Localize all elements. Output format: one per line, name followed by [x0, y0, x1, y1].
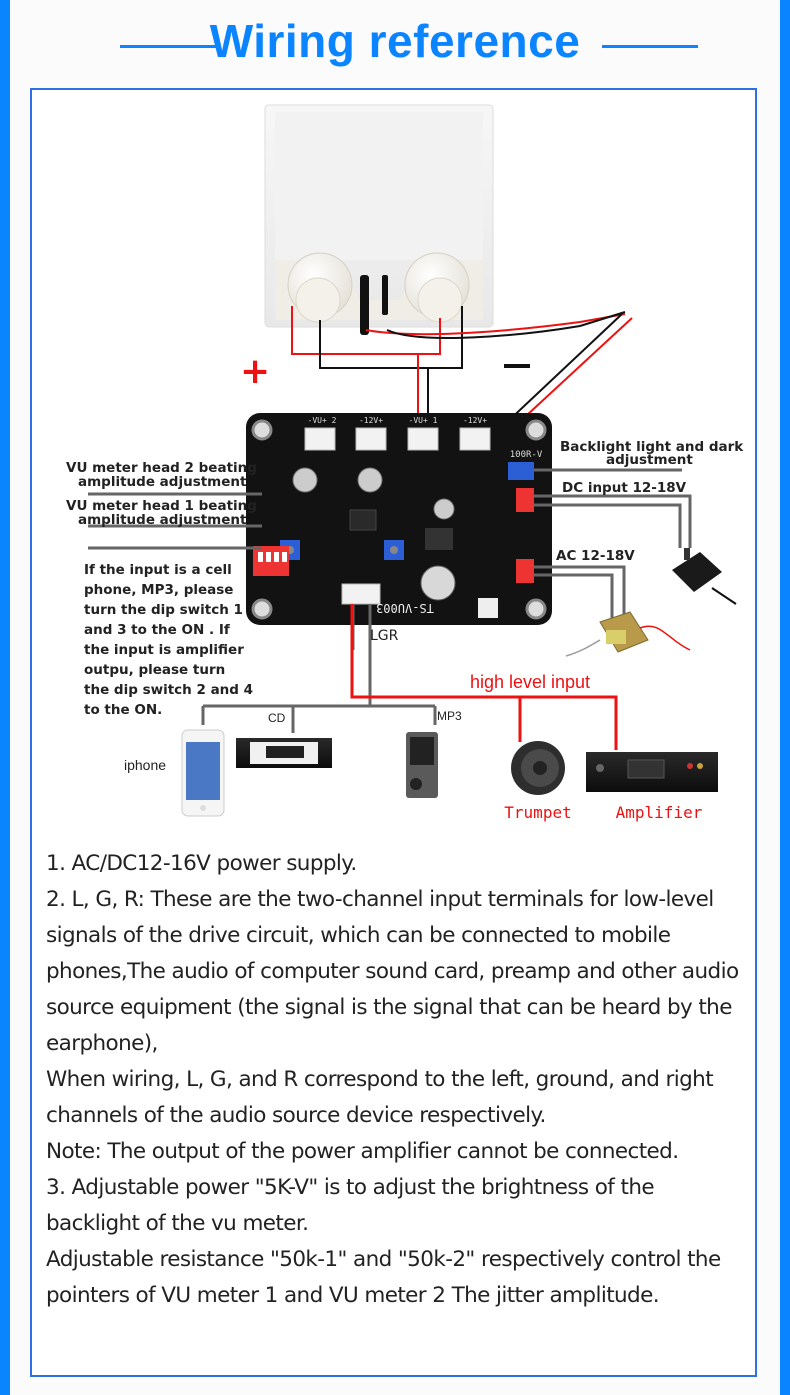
dip-note-line: outpu, please turn: [84, 662, 225, 678]
dip-note-line: the dip switch 2 and 4: [84, 682, 253, 698]
note-jitter-pots: Adjustable resistance "50k-1" and "50k-2…: [46, 1247, 721, 1308]
trumpet-label: Trumpet: [504, 803, 571, 822]
dip-note-line: and 3 to the ON . If: [84, 622, 230, 638]
dip-note-line: to the ON.: [84, 702, 162, 718]
pot-label-backlight: 100R-V: [510, 450, 543, 460]
amplifier-label: Amplifier: [616, 803, 703, 822]
high-level-input-label: high level input: [470, 672, 590, 692]
vu1-adjust-label-line2: amplitude adjustment: [78, 512, 247, 528]
ac-terminal: [516, 559, 534, 583]
meter-wiring: [291, 306, 633, 441]
capacitor: [433, 498, 455, 520]
plus-sign: +: [240, 351, 270, 392]
instructions-text: 1. AC/DC12-16V power supply. 2. L, G, R:…: [46, 846, 746, 1314]
capacitor: [292, 467, 318, 493]
callout-lines: [88, 468, 692, 733]
mp3-label: MP3: [437, 709, 462, 723]
mounting-hole: [251, 419, 273, 441]
mounting-hole: [525, 598, 547, 620]
ac-input-label: AC 12-18V: [556, 548, 635, 564]
vu2-adjust-label-line1: VU meter head 2 beating: [66, 460, 257, 476]
page-title: Wiring reference: [209, 15, 581, 67]
note-lgr-terminals: 2. L, G, R: These are the two-channel in…: [46, 887, 739, 1056]
mounting-hole: [251, 598, 273, 620]
top-connectors: [304, 427, 491, 451]
note-power-supply: 1. AC/DC12-16V power supply.: [46, 851, 357, 876]
dip-note-line: turn the dip switch 1: [84, 602, 243, 618]
vu-meter-panel: [264, 104, 494, 335]
connector-label: -12V+: [359, 416, 383, 425]
ac-transformer-image: [565, 611, 691, 657]
dip-note-line: If the input is a cell: [84, 562, 232, 578]
connector-label: -VU+ 1: [409, 416, 438, 425]
title-left-rule: [120, 45, 216, 48]
note-lgr-mapping: When wiring, L, G, and R correspond to t…: [46, 1067, 714, 1128]
board-model: TS-VU003: [376, 601, 434, 615]
title-right-rule: [602, 45, 698, 48]
ts-logo: [478, 598, 498, 618]
high-level-wiring: [350, 604, 618, 750]
amplifier-image: [586, 752, 718, 792]
dc-input-label: DC input 12-18V: [562, 480, 687, 496]
driver-board: -VU+ 2 -12V+ -VU+ 1 -12V+ 100R-V TS-VU00…: [246, 413, 552, 625]
trumpet-speaker-image: [511, 741, 565, 795]
vu2-adjust-label-line2: amplitude adjustment: [78, 474, 247, 490]
pot-backlight: [508, 462, 534, 480]
connector-label: -12V+: [463, 416, 487, 425]
regulator: [425, 528, 453, 550]
iphone-label: iphone: [124, 757, 166, 773]
title-row: Wiring reference: [0, 0, 790, 88]
ic-chip: [349, 509, 377, 531]
mp3-player-image: [406, 732, 438, 798]
backlight-label-line2: adjustment: [606, 452, 693, 468]
lgr-connector: [341, 583, 381, 605]
cd-player-image: [236, 738, 332, 768]
note-backlight-pot: 3. Adjustable power "5K-V" is to adjust …: [46, 1175, 655, 1236]
backlight-label-line1: Backlight light and dark: [560, 439, 744, 455]
capacitor: [357, 467, 383, 493]
lgr-label: LGR: [370, 628, 399, 644]
connector-label: -VU+ 2: [308, 416, 337, 425]
dc-terminal: [516, 488, 534, 512]
wiring-diagram: + -VU+ 2 -12V+ -VU+ 1 -12V+ 100R-V: [66, 104, 744, 822]
minus-sign: [504, 364, 530, 368]
capacitor: [420, 565, 456, 601]
mounting-hole: [525, 419, 547, 441]
note-warning: Note: The output of the power amplifier …: [46, 1139, 679, 1164]
dc-adapter-image: [672, 548, 737, 605]
cd-label: CD: [268, 711, 286, 725]
iphone-image: [181, 729, 225, 817]
dip-note-line: the input is amplifier: [84, 642, 244, 658]
vu1-adjust-label-line1: VU meter head 1 beating: [66, 498, 257, 514]
dip-note-line: phone, MP3, please: [84, 582, 233, 598]
